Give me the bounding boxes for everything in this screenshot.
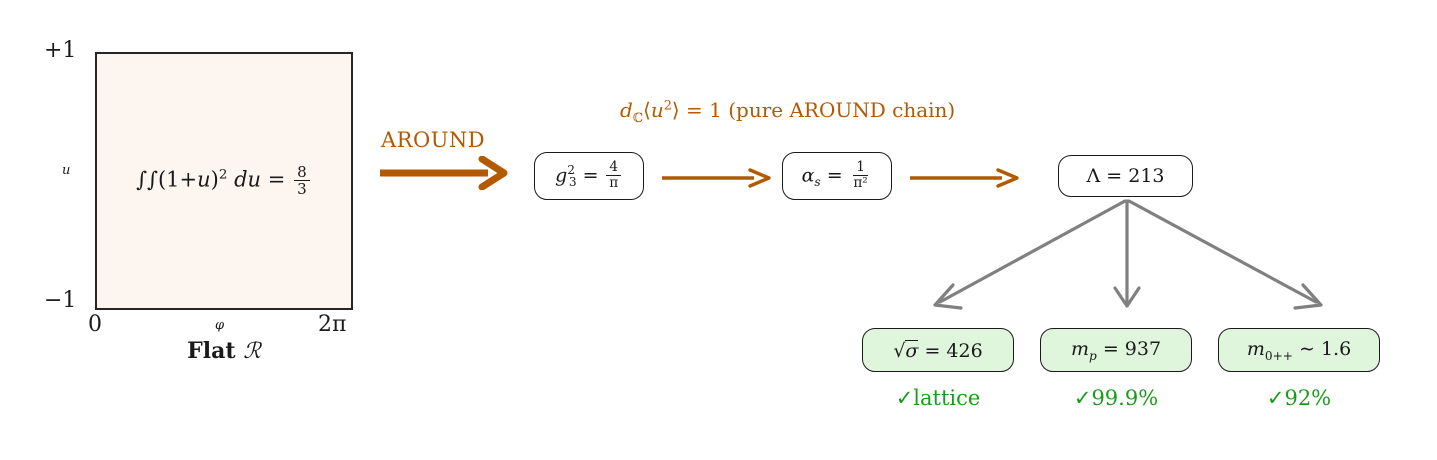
lambda-equals: = [1106,165,1123,187]
x-axis-tick-right: 2π [318,312,347,337]
integral-open: ∫(1+ [147,167,198,192]
result-0-equals: = [924,339,941,362]
annotation-bracket-close: ⟩ [671,98,680,122]
g3-subscript: 3 [568,174,577,189]
result-1-equals: = [1102,337,1119,360]
chain-box-lambda-content: Λ = 213 [1086,165,1164,187]
integral-variable: u [197,167,211,192]
radical-bar [905,340,919,342]
integral-close: ) [210,167,219,192]
panel-integral-formula: ∫∫(1+u)2 du = 8 3 [95,52,353,310]
y-axis-tick-bottom: −1 [44,288,77,313]
chain-box-g3-content: g23 = 4 π [555,160,623,192]
result-box-string-tension[interactable]: √σ = 426 [862,328,1014,372]
fraction-denominator: 3 [297,179,307,198]
annotation-bracket-exponent: 2 [663,98,672,114]
g3-fraction: 4 π [606,160,622,191]
fraction-numerator: 8 [293,163,311,181]
alpha-subscript: s [814,174,821,189]
chain-box-g3-squared[interactable]: g23 = 4 π [534,152,644,200]
result-2-subscript: 0++ [1264,348,1293,363]
chain-box-lambda[interactable]: Λ = 213 [1058,155,1193,197]
flat-r-panel [95,52,353,310]
chain-annotation: dℂ⟨u2⟩ = 1 (pure AROUND chain) [620,98,955,126]
result-0-symbol: σ [905,339,919,362]
branch-arrow-left-head [933,283,963,310]
integral-result-fraction: 8 3 [293,163,311,198]
sqrt-icon: √σ [893,339,919,362]
result-2-symbol: m [1246,337,1265,360]
g3-equals: = [582,164,599,186]
annotation-value: 1 [709,98,722,122]
y-axis-tick-top: +1 [44,38,77,63]
lambda-value: 213 [1128,165,1165,187]
result-2-content: m0++ ∼ 1.6 [1247,338,1351,363]
alpha-base: α [801,164,815,186]
result-0-value: 426 [946,339,983,362]
alpha-numerator: 1 [853,160,868,176]
branch-arrow-left-line [938,199,1127,304]
annotation-bracket-open: ⟨ [643,98,651,122]
branch-arrow-right-head [1293,283,1323,310]
panel-caption: Flat ℛ [95,338,353,364]
panel-caption-symbol: ℛ [243,339,261,364]
g3-base: g [555,164,568,186]
result-box-glueball-mass[interactable]: m0++ ∼ 1.6 [1218,328,1380,372]
x-axis-tick-left: 0 [88,312,102,337]
alpha-equals: = [826,164,843,186]
around-transition-arrow [380,156,508,190]
alpha-denominator: π² [853,174,868,191]
result-1-value: 937 [1124,337,1162,360]
y-axis-label: u [62,163,71,178]
result-2-equals: ∼ [1299,337,1315,360]
g3-numerator: 4 [606,160,622,176]
result-check-proton-mass: ✓99.9% [1073,386,1159,410]
g3-exponent: 2 [567,162,575,177]
integral-exponent: 2 [218,167,228,183]
result-1-content: mp = 937 [1071,338,1161,363]
annotation-bracket-variable: u [650,98,664,122]
around-transition-label: AROUND [381,128,486,152]
alpha-fraction: 1 π² [850,160,870,191]
branch-arrow-center-head [1113,286,1141,308]
result-check-glueball-mass: ✓92% [1266,386,1332,410]
integral-expression: ∫∫(1+u)2 du = 8 3 [136,163,312,198]
chain-box-alpha-content: αs = 1 π² [801,160,873,192]
g3-denominator: π [609,174,619,191]
integral-sign: ∫ [136,167,148,192]
annotation-equals: = [686,98,703,122]
lambda-symbol: Λ [1086,165,1101,187]
x-axis-label: φ [215,318,225,333]
chain-arrow-g3-to-alpha [662,168,771,188]
annotation-d-subscript: ℂ [632,111,643,126]
result-0-content: √σ = 426 [893,339,982,362]
integral-differential: du [234,167,262,192]
annotation-note: (pure AROUND chain) [728,98,956,122]
integral-equals: = [267,167,286,192]
panel-caption-prefix: Flat [187,338,236,364]
result-check-string-tension: ✓lattice [895,386,981,410]
result-2-value: 1.6 [1320,337,1352,360]
result-box-proton-mass[interactable]: mp = 937 [1040,328,1192,372]
chain-arrow-alpha-to-lambda [910,168,1019,188]
chain-box-alpha-s[interactable]: αs = 1 π² [782,152,892,200]
result-1-symbol: m [1070,337,1089,360]
annotation-d-symbol: d [620,98,633,122]
result-1-subscript: p [1088,348,1097,363]
lambda-branch-arrows [933,199,1323,310]
branch-arrow-right-line [1127,199,1318,304]
